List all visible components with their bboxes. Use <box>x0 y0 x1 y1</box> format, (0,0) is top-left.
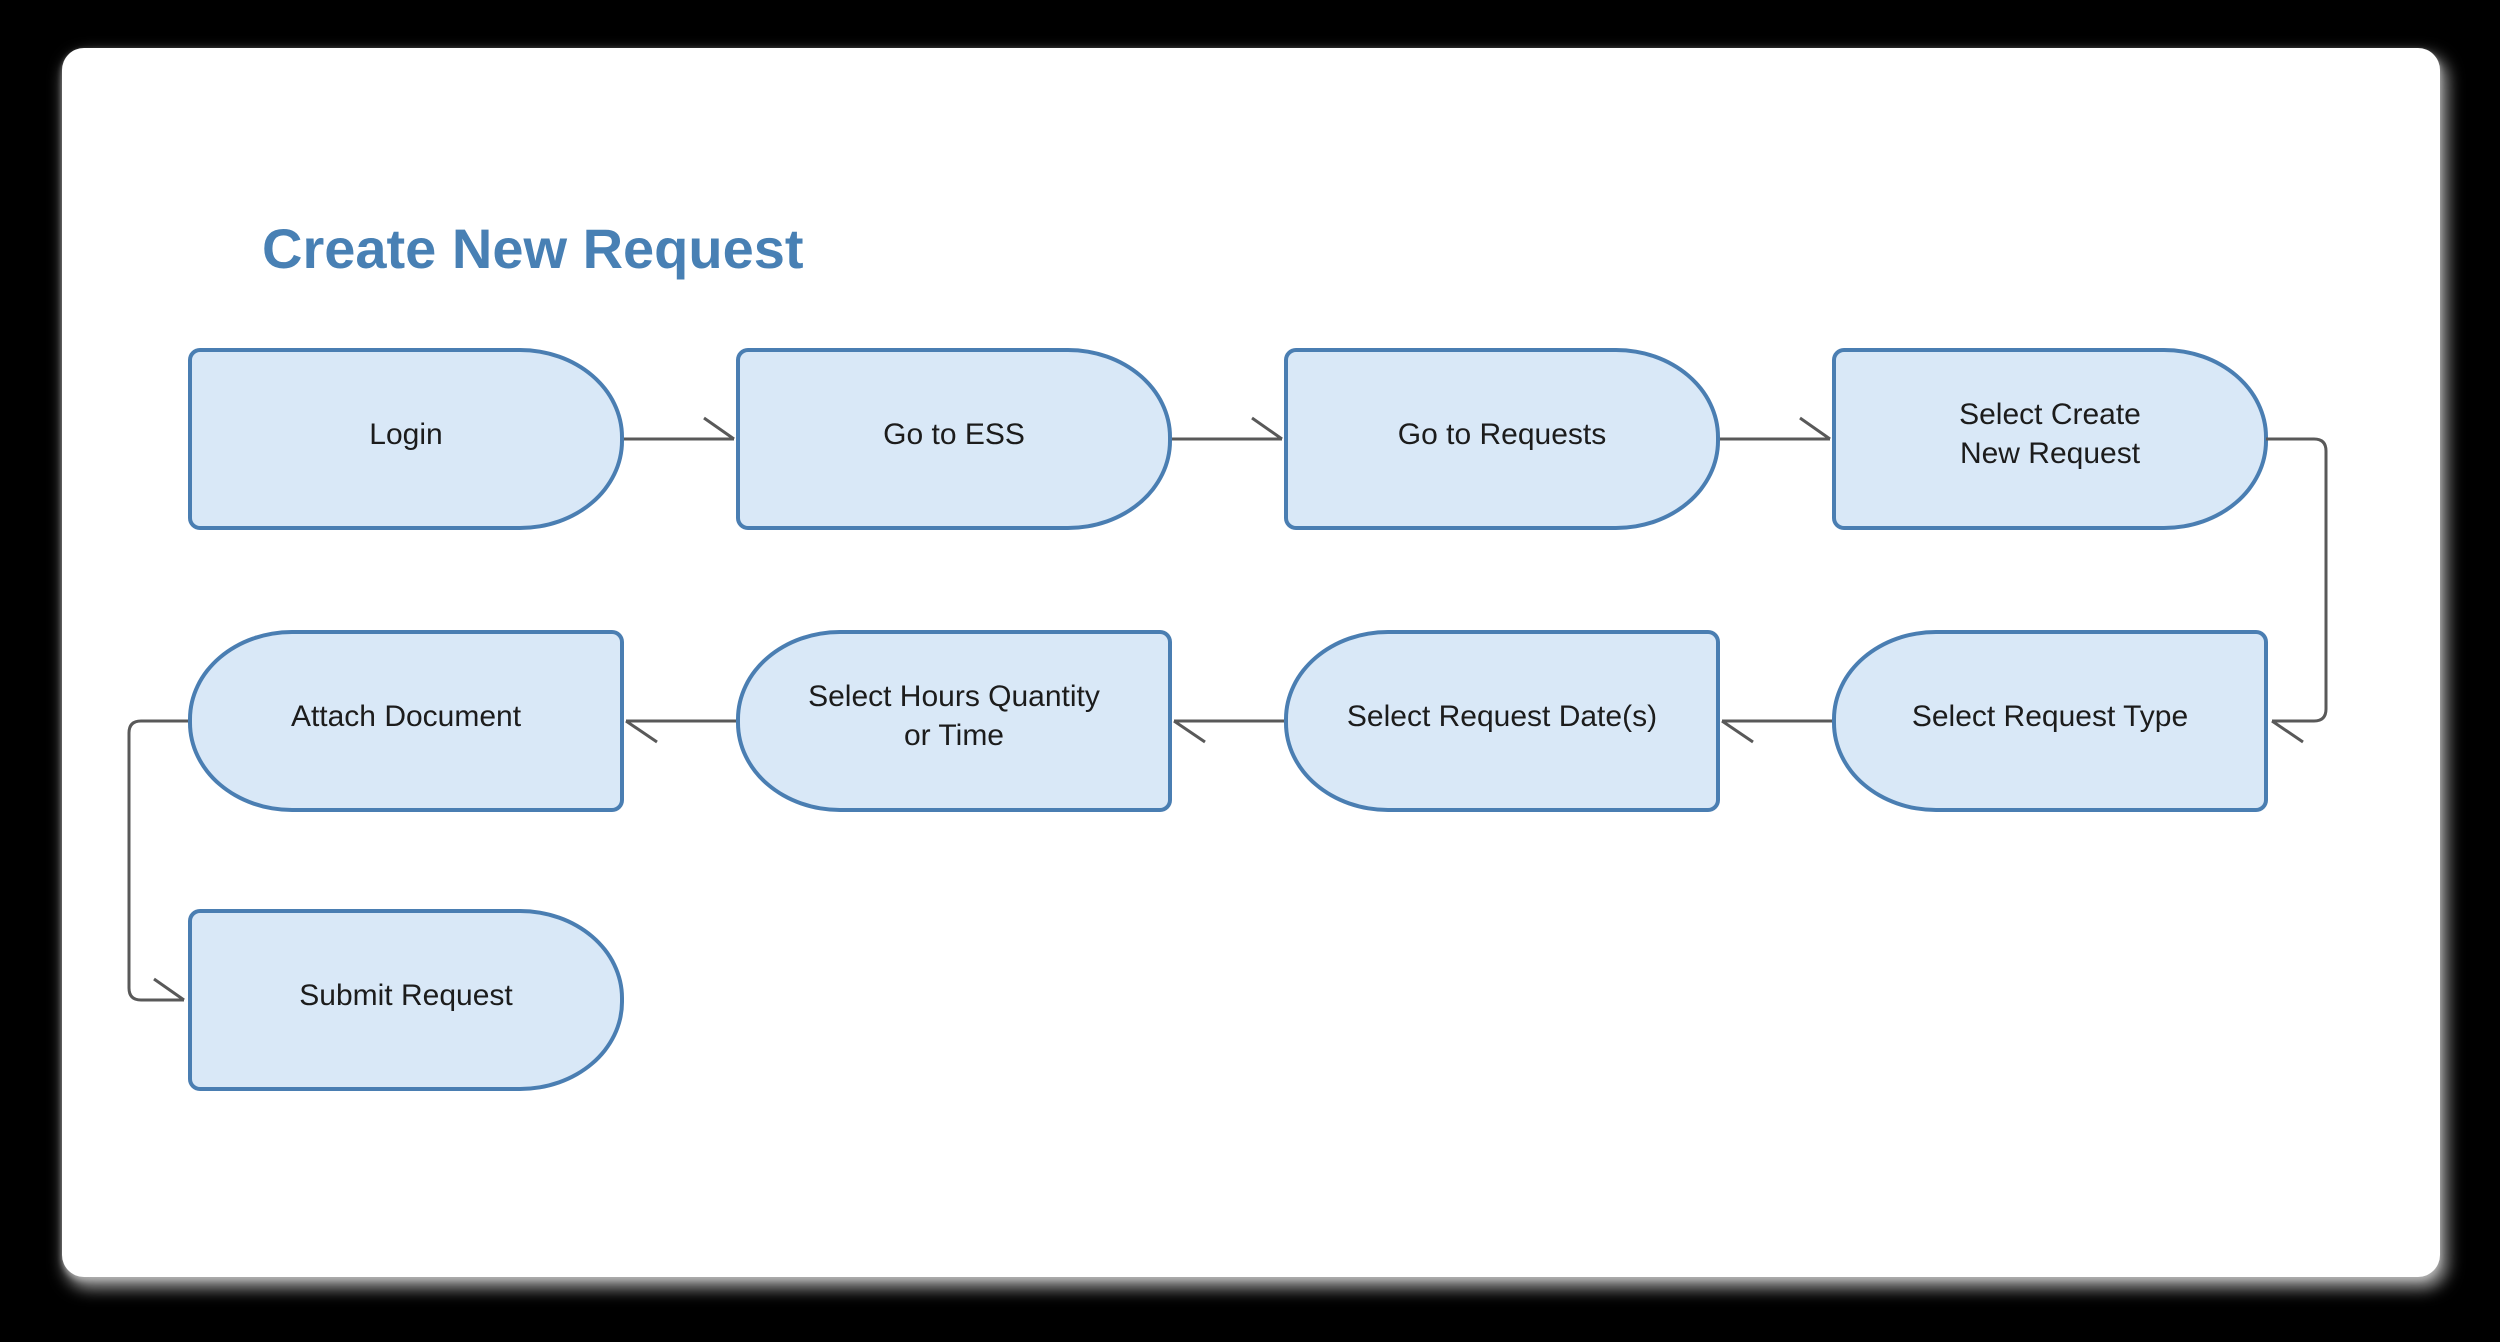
flow-node-select-request-dates: Select Request Date(s) <box>1284 630 1720 812</box>
diagram-title: Create New Request <box>262 217 804 280</box>
flow-node-attach-document: Attach Document <box>188 630 624 812</box>
flow-node-go-to-requests: Go to Requests <box>1284 348 1720 530</box>
flow-node-submit-request: Submit Request <box>188 909 624 1091</box>
flow-node-select-hours-quantity-or-time: Select Hours Quantity or Time <box>736 630 1172 812</box>
flow-node-select-create-new-request: Select Create New Request <box>1832 348 2268 530</box>
flow-node-select-request-type: Select Request Type <box>1832 630 2268 812</box>
flow-node-login: Login <box>188 348 624 530</box>
flow-node-go-to-ess: Go to ESS <box>736 348 1172 530</box>
